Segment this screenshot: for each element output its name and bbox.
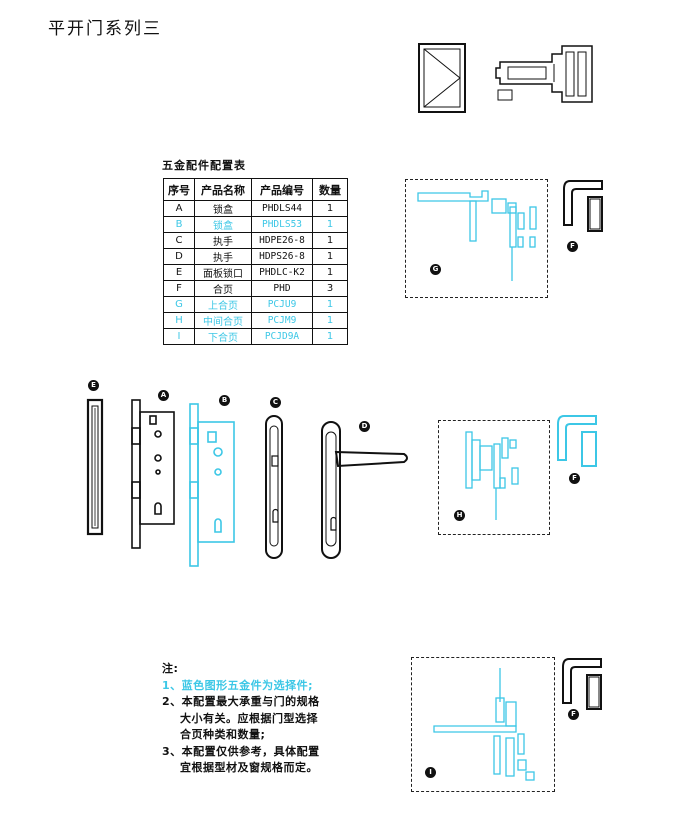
notes-heading: 注: — [162, 662, 179, 675]
note-line-2c: 合页种类和数量; — [180, 728, 266, 741]
label-e-badge: E — [88, 380, 99, 391]
lock-body-b-drawing — [189, 403, 235, 567]
cell-qty: 1 — [312, 248, 348, 265]
table-header-row: 序号 产品名称 产品编号 数量 — [163, 178, 348, 201]
cell-code: PCJU9 — [251, 296, 313, 313]
note-line-3a: 3、本配置仅供参考，具体配置 — [162, 744, 320, 758]
note-line-2b: 大小有关。应根据门型选择 — [180, 711, 318, 725]
cell-code: PCJD9A — [251, 328, 313, 345]
cell-qty: 1 — [312, 328, 348, 345]
cell-name: 下合页 — [194, 328, 252, 345]
notes-block: 注: 1、蓝色图形五金件为选择件; 2、本配置最大承重与门的规格 大小有关。应根… — [162, 661, 320, 777]
cell-qty: 1 — [312, 312, 348, 329]
label-d-badge: D — [359, 421, 370, 432]
cell-qty: 1 — [312, 296, 348, 313]
hinge-set-i-box — [411, 657, 555, 792]
cell-code: PCJM9 — [251, 312, 313, 329]
column-header-qty: 数量 — [312, 178, 348, 201]
note-line-2a: 2、本配置最大承重与门的规格 — [162, 695, 320, 708]
profile-section-drawing — [495, 45, 593, 103]
hinge-f-drawing-middle — [557, 415, 597, 467]
cell-name: 锁盒 — [194, 200, 252, 217]
cell-id: E — [163, 264, 195, 281]
column-header-name: 产品名称 — [194, 178, 252, 201]
middle-hinge-drawing — [465, 431, 519, 520]
cell-qty: 1 — [312, 216, 348, 233]
label-g-badge: G — [430, 264, 441, 275]
label-b-badge: B — [219, 395, 230, 406]
cell-id: B — [163, 216, 195, 233]
cell-name: 上合页 — [194, 296, 252, 313]
cell-qty: 1 — [312, 200, 348, 217]
hinge-set-g-box — [405, 179, 548, 298]
handle-c-drawing — [265, 415, 283, 559]
cell-id: H — [163, 312, 195, 329]
faceplate-keeper-drawing — [86, 398, 104, 536]
cell-id: G — [163, 296, 195, 313]
cell-qty: 3 — [312, 280, 348, 297]
label-i-badge: I — [425, 767, 436, 778]
hinge-f-drawing-top — [563, 180, 603, 232]
table-title: 五金配件配置表 — [162, 159, 246, 172]
cell-id: C — [163, 232, 195, 249]
page-title: 平开门系列三 — [48, 19, 162, 39]
lock-body-a-drawing — [131, 399, 175, 549]
cell-qty: 1 — [312, 264, 348, 281]
cell-name: 锁盒 — [194, 216, 252, 233]
cell-id: D — [163, 248, 195, 265]
hinge-f-drawing-bottom — [562, 658, 602, 710]
cell-code: PHDLS44 — [251, 200, 313, 217]
label-a-badge: A — [158, 390, 169, 401]
bottom-hinge-drawing — [433, 668, 535, 781]
cell-name: 面板锁口 — [194, 264, 252, 281]
column-header-index: 序号 — [163, 178, 195, 201]
cell-name: 执手 — [194, 248, 252, 265]
column-header-code: 产品编号 — [251, 178, 313, 201]
label-h-badge: H — [454, 510, 465, 521]
hinge-set-h-box — [438, 420, 550, 535]
label-f-badge: F — [568, 709, 579, 720]
cell-code: PHDLC-K2 — [251, 264, 313, 281]
cell-code: PHDLS53 — [251, 216, 313, 233]
cell-id: A — [163, 200, 195, 217]
note-line-3b: 宜根据型材及窗规格而定。 — [180, 761, 318, 774]
cell-code: HDPE26-8 — [251, 232, 313, 249]
cell-id: F — [163, 280, 195, 297]
note-line-1: 1、蓝色图形五金件为选择件; — [162, 678, 314, 692]
label-f-badge: F — [569, 473, 580, 484]
cell-name: 合页 — [194, 280, 252, 297]
door-elevation-drawing — [418, 43, 466, 113]
handle-d-drawing — [321, 421, 408, 559]
cell-name: 中间合页 — [194, 312, 252, 329]
cell-code: HDPS26-8 — [251, 248, 313, 265]
cell-id: I — [163, 328, 195, 345]
cell-code: PHD — [251, 280, 313, 297]
top-hinge-drawing — [417, 190, 537, 281]
label-f-badge: F — [567, 241, 578, 252]
label-c-badge: C — [270, 397, 281, 408]
cell-qty: 1 — [312, 232, 348, 249]
cell-name: 执手 — [194, 232, 252, 249]
